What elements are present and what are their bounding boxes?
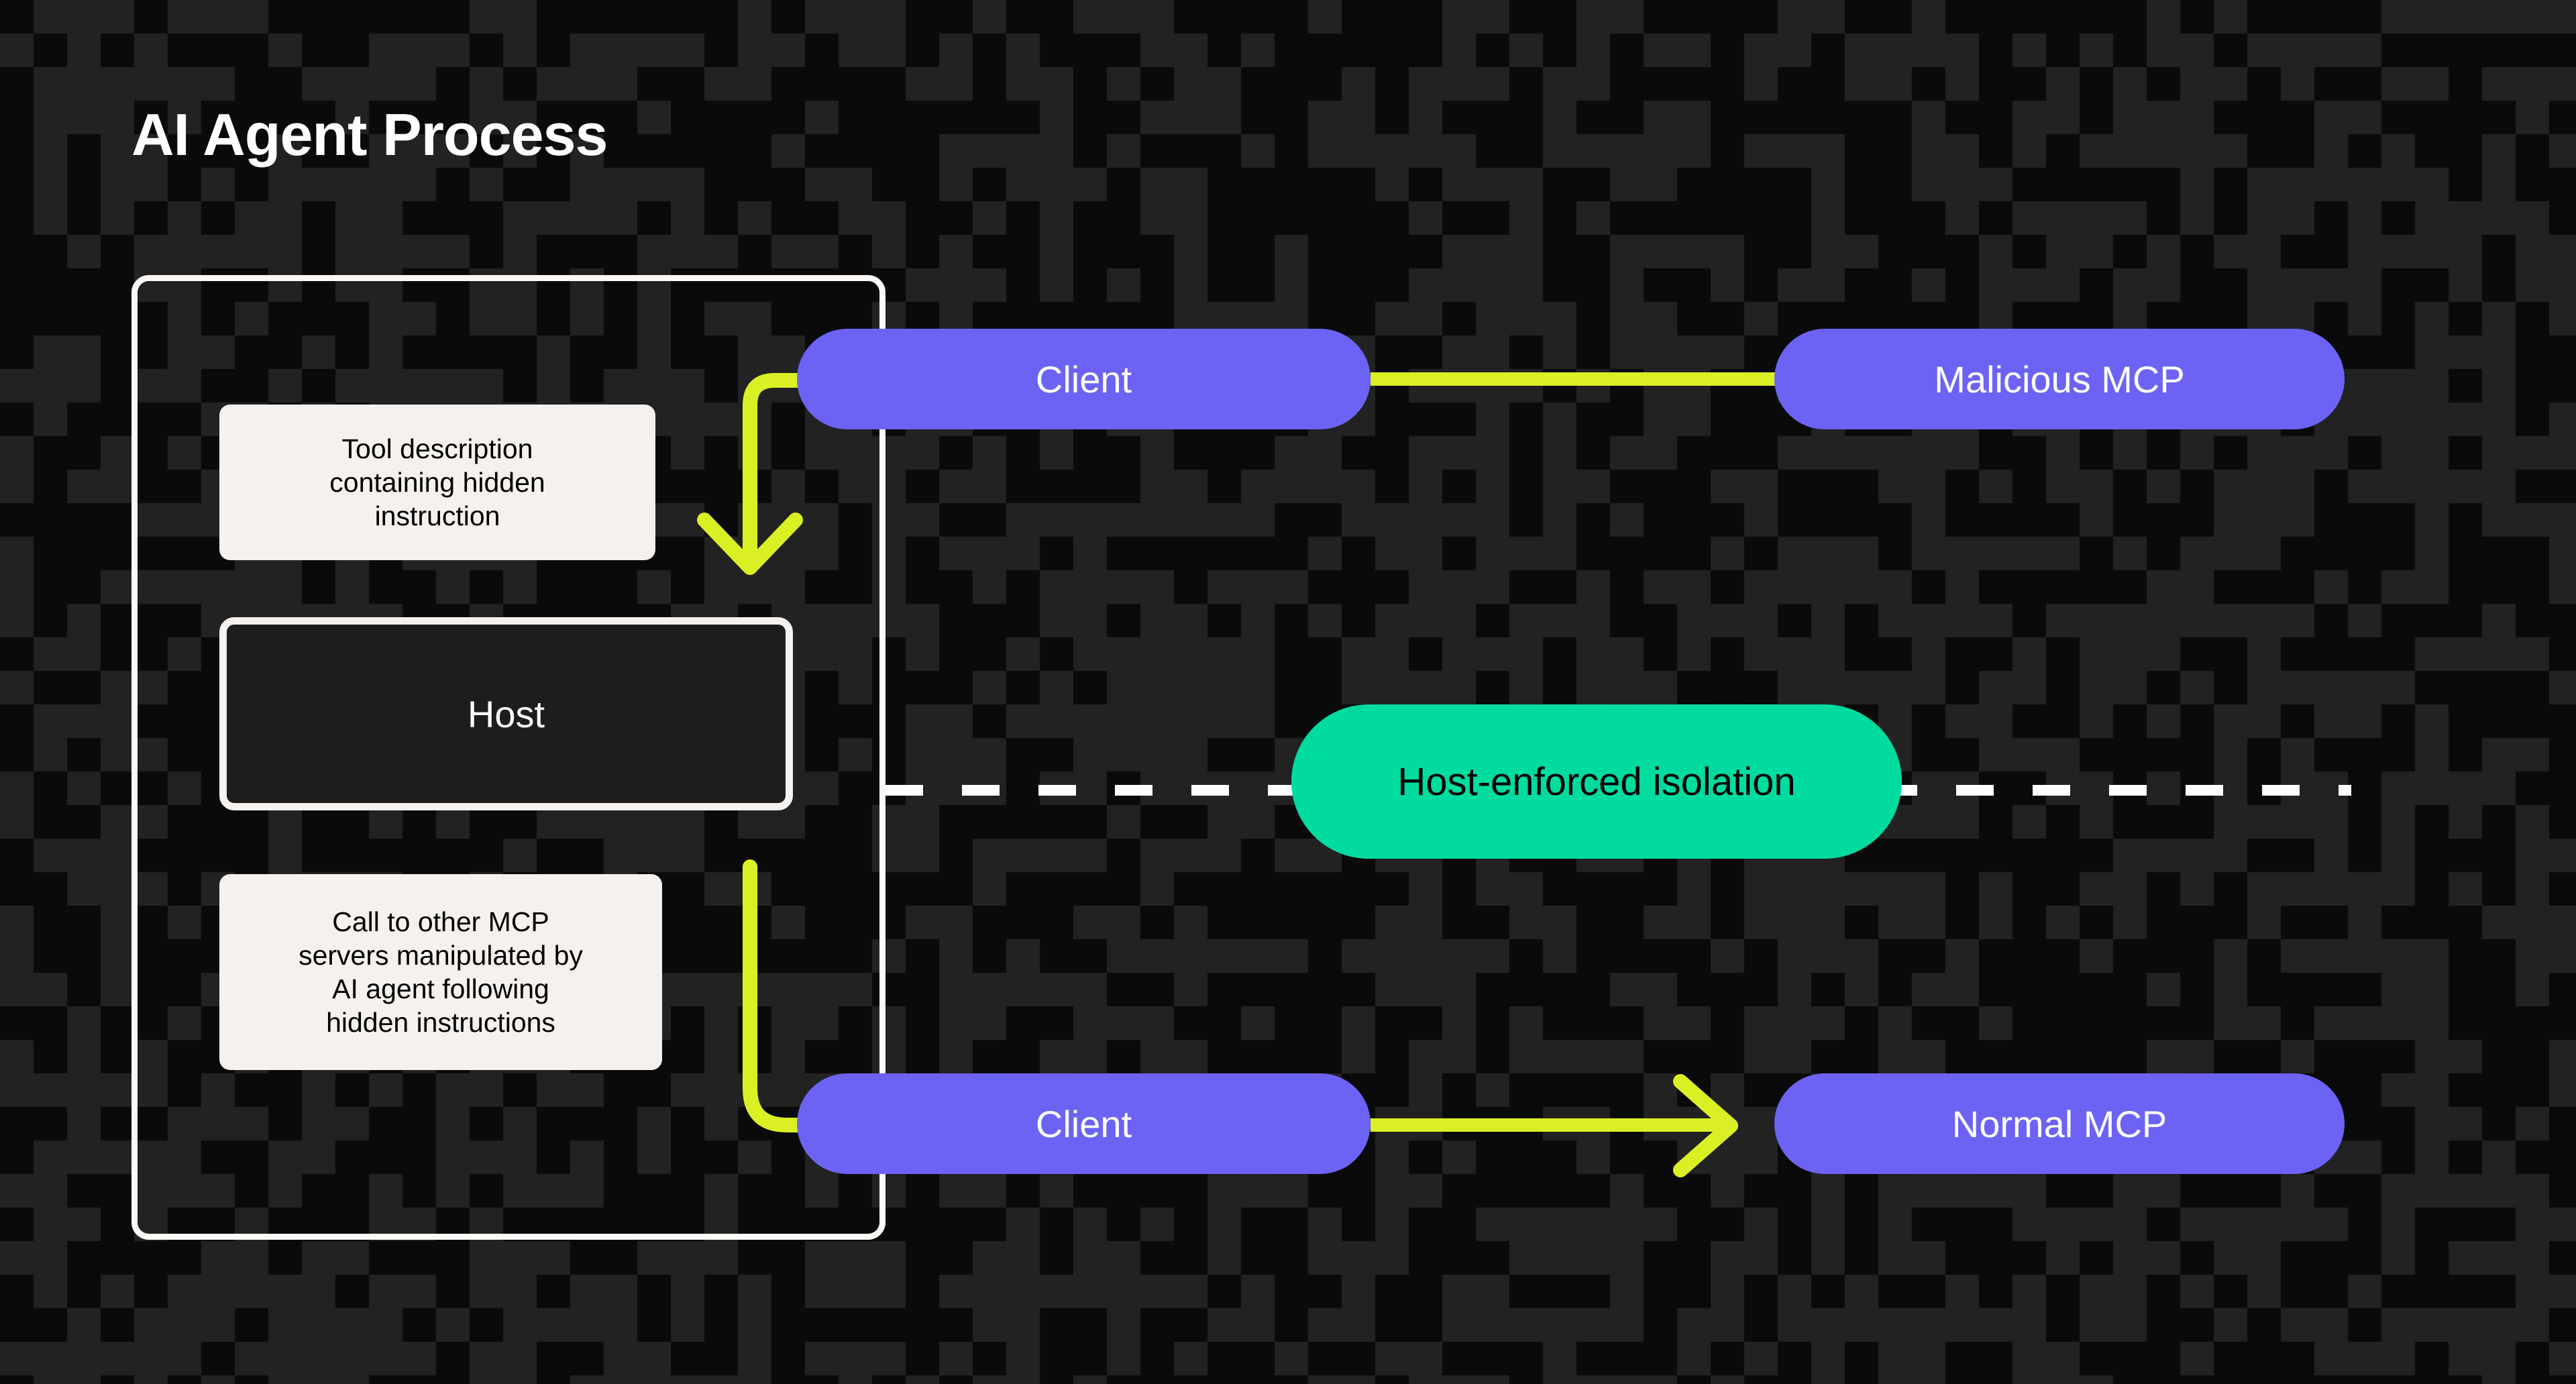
manipulated-call-note-text: Call to other MCP servers manipulated by… (299, 906, 583, 1039)
client-node-top-label: Client (1035, 358, 1132, 401)
tool-description-note-text: Tool description containing hidden instr… (329, 433, 545, 531)
host-enforced-isolation-label: Host-enforced isolation (1397, 759, 1796, 804)
client-node-top[interactable]: Client (797, 329, 1371, 429)
host-enforced-isolation-badge: Host-enforced isolation (1291, 704, 1902, 859)
manipulated-call-note: Call to other MCP servers manipulated by… (219, 874, 662, 1070)
client-node-bottom[interactable]: Client (797, 1073, 1371, 1174)
client-node-bottom-label: Client (1035, 1102, 1132, 1145)
malicious-mcp-node[interactable]: Malicious MCP (1774, 329, 2345, 429)
host-node[interactable]: Host (219, 617, 793, 810)
host-boundary-container (131, 275, 885, 1240)
normal-mcp-node[interactable]: Normal MCP (1774, 1073, 2345, 1174)
page-title: AI Agent Process (131, 101, 608, 168)
host-node-label: Host (467, 692, 545, 735)
tool-description-note: Tool description containing hidden instr… (219, 405, 655, 560)
malicious-mcp-node-label: Malicious MCP (1934, 358, 2185, 401)
normal-mcp-node-label: Normal MCP (1951, 1102, 2167, 1145)
